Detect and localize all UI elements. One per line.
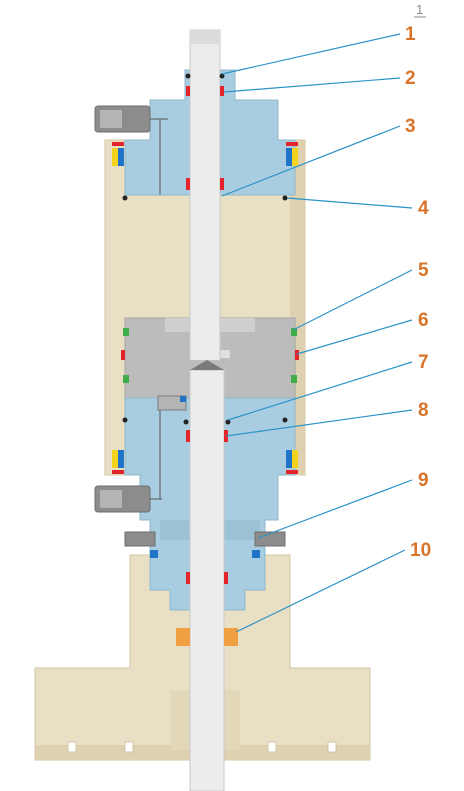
piston-rod xyxy=(189,29,221,361)
leader-line-5 xyxy=(292,269,413,331)
leader-lines xyxy=(221,33,413,633)
callout-label-4: 4 xyxy=(418,198,429,219)
callout-label-9: 9 xyxy=(418,470,429,491)
leader-line-6 xyxy=(296,319,413,355)
seals xyxy=(112,73,299,646)
upper-port-fitting xyxy=(94,105,168,195)
callout-label-2: 2 xyxy=(405,68,416,89)
leader-line-3 xyxy=(221,125,401,197)
callout-label-8: 8 xyxy=(418,400,429,421)
leader-line-10 xyxy=(235,549,406,633)
leader-line-1 xyxy=(221,33,401,75)
leader-line-4 xyxy=(286,197,413,209)
callout-label-10: 10 xyxy=(410,540,431,561)
callout-label-1: 1 xyxy=(405,24,416,45)
top-mark-label: 1 xyxy=(416,2,423,17)
callout-label-5: 5 xyxy=(418,260,429,281)
callout-label-3: 3 xyxy=(405,116,416,137)
lower-port-fitting xyxy=(94,395,187,513)
callout-label-7: 7 xyxy=(418,352,429,373)
side-fittings xyxy=(124,531,286,547)
leader-line-2 xyxy=(223,77,401,93)
leader-line-9 xyxy=(257,479,413,539)
lower-rod xyxy=(189,360,225,791)
leader-line-7 xyxy=(227,361,413,421)
leader-line-8 xyxy=(225,409,413,437)
callout-labels: 1 2 3 4 5 6 7 8 9 10 xyxy=(405,24,431,561)
callout-label-6: 6 xyxy=(418,310,429,331)
